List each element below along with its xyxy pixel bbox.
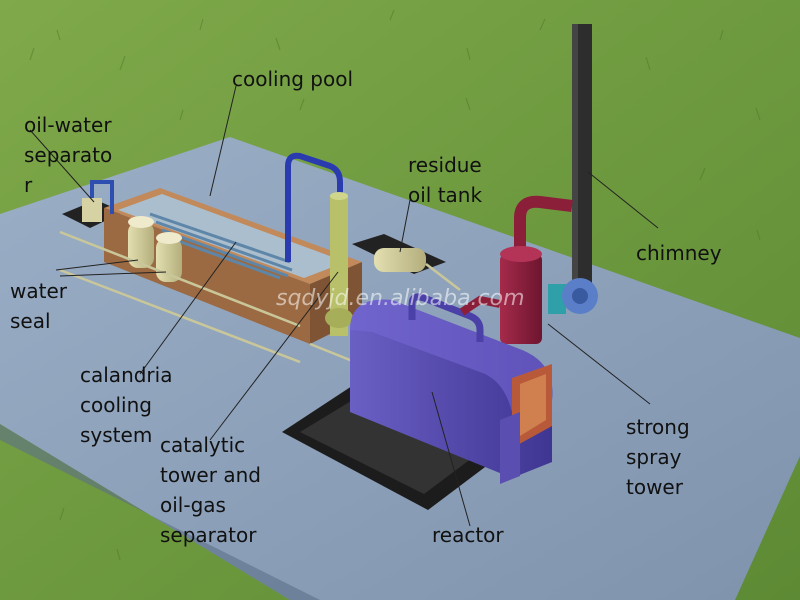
calandria-coils [149, 212, 293, 280]
watermark-text: sqdyjd.en.alibaba.com [276, 286, 525, 311]
label-residue-oil-tank: residue oil tank [408, 153, 483, 207]
overhead-pipe [285, 152, 343, 262]
label-oil-water-separator: oil-water separato r [24, 113, 113, 197]
label-catalytic-tower: catalytic tower and oil-gas separator [160, 433, 261, 547]
label-cooling-pool: cooling pool [232, 67, 354, 91]
label-reactor: reactor [432, 523, 504, 547]
spray-tower-unit [500, 195, 598, 344]
reactor-unit [350, 293, 553, 484]
leader-lines [29, 85, 659, 527]
reactor-pit-inner [300, 398, 480, 494]
reactor-door-panel [500, 412, 520, 484]
connecting-pipes [59, 230, 461, 374]
label-strong-spray-tower: strong spray tower [626, 415, 690, 499]
oil-water-separator-unit [82, 180, 114, 222]
label-chimney: chimney [636, 241, 722, 265]
label-calandria-cooling-system: calandria cooling system [80, 363, 173, 447]
label-water-seal: water seal [10, 279, 67, 333]
catalytic-tower-unit [325, 192, 353, 336]
reactor-handle [408, 293, 484, 342]
residue-oil-tank-unit [374, 248, 426, 272]
chimney-unit [572, 24, 592, 300]
